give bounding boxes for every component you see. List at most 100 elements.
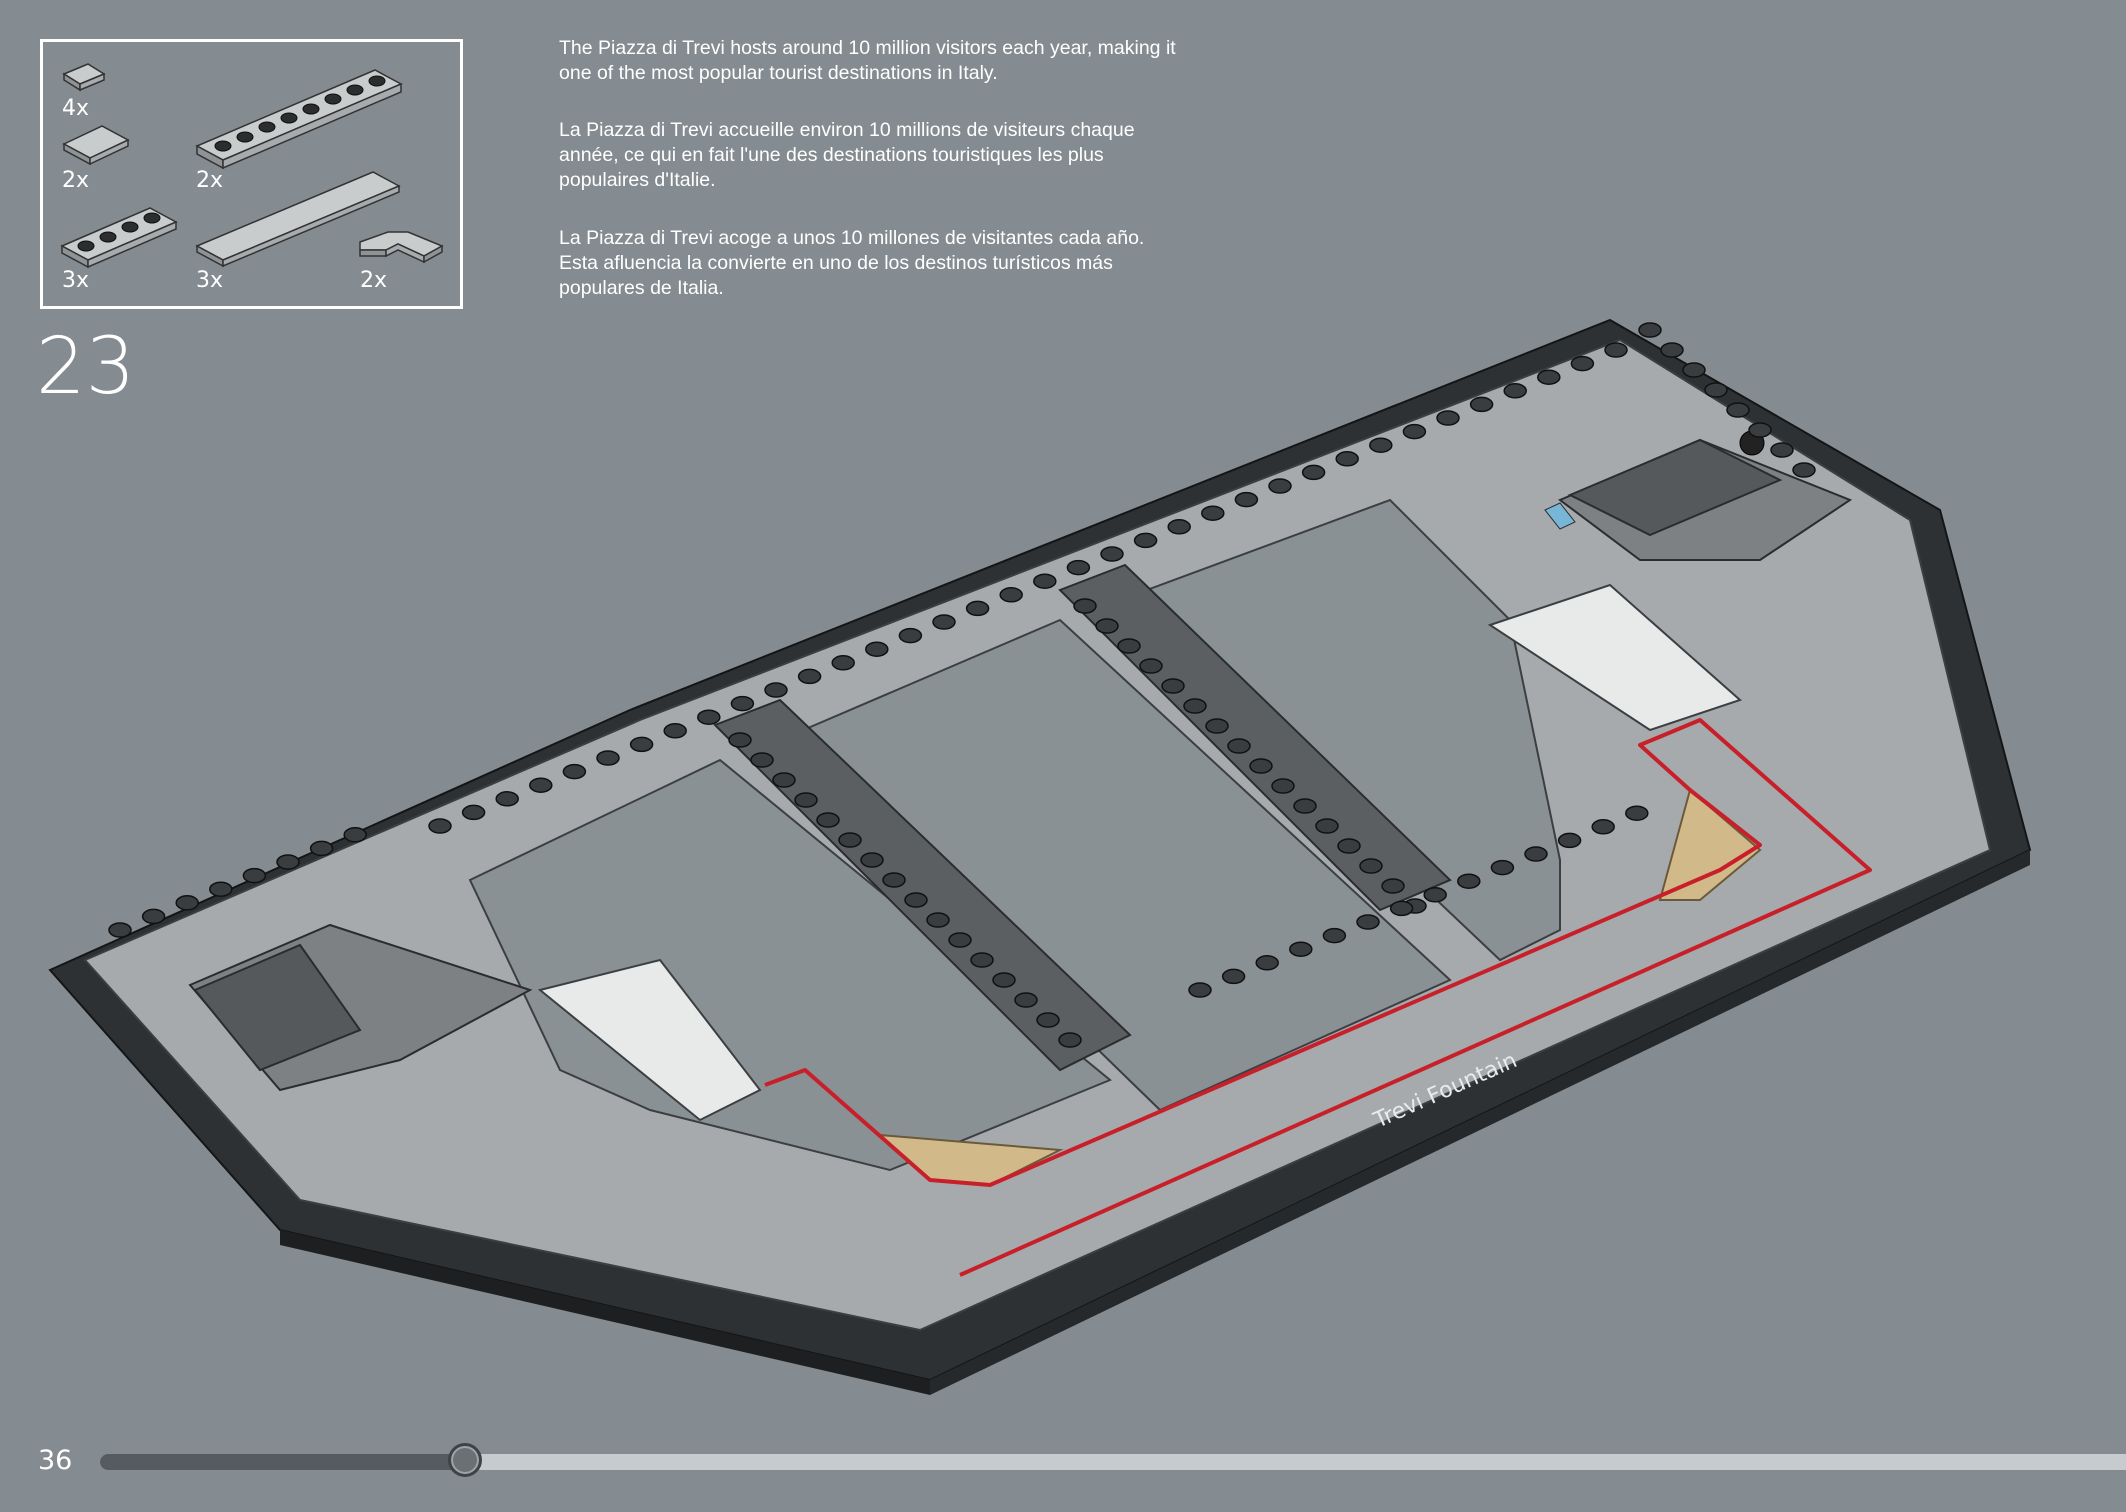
stud [1356,914,1380,930]
opening-left [468,758,1112,1172]
description-english: The Piazza di Trevi hosts around 10 mill… [559,37,1176,84]
stud [1033,573,1057,589]
stud [1557,832,1582,849]
part-qty-tile-1x1: 4x [62,96,90,121]
progress-knob[interactable] [448,1443,482,1477]
stud [1457,873,1481,889]
stud [1423,887,1447,903]
stud [970,952,994,968]
stud [1095,618,1119,634]
part-qty-tile-1x2: 2x [62,168,90,193]
blue-tile [1544,502,1576,530]
stud [1227,738,1251,754]
stud [1704,382,1728,398]
dark-strip-left [713,698,1132,1072]
stud [1570,355,1595,372]
stud [1638,322,1662,338]
stud [1268,478,1292,494]
stud [1100,546,1124,562]
stud [562,763,587,780]
tile-1x8-icon [195,171,401,268]
stud [882,872,906,888]
stud [898,627,923,644]
tile-1x1-icon [62,63,106,92]
stud [816,812,840,828]
description-spanish: La Piazza di Trevi acoge a unos 10 millo… [559,227,1145,299]
stud [1289,941,1313,957]
stud [1205,718,1229,734]
stud [730,695,755,712]
stud [108,922,132,938]
stud [764,682,788,698]
stud [1293,798,1317,814]
stud [1036,1012,1060,1028]
corner-tile-icon [359,231,444,264]
white-plates-right [1487,583,1742,732]
stud [697,709,721,725]
stud [728,732,752,748]
stud [772,772,796,788]
stud [529,777,553,793]
block-right-top [1567,438,1783,537]
plate-1x4-icon [60,207,178,269]
base-right-face [930,850,2030,1395]
dark-strip-middle [1058,563,1452,912]
stud [865,641,889,657]
stud [1770,442,1794,458]
stud [1335,451,1359,467]
stud [1139,658,1163,674]
stud [1234,491,1259,508]
stud [965,600,990,617]
stud [1359,858,1383,874]
stud [1792,462,1816,478]
stud [495,791,519,807]
stud [1682,362,1706,378]
stud [1381,878,1405,894]
model-illustration: Trevi Fountain [48,318,2032,1395]
stud [141,908,166,925]
stud [663,723,687,739]
stud [1591,819,1615,835]
stud [1073,598,1097,614]
stud [1161,678,1185,694]
stud [1117,638,1141,654]
stud [242,867,267,884]
stud [276,854,300,870]
stud [596,750,620,766]
stud [1660,342,1684,358]
stud-rows [108,322,1816,1048]
stud [904,892,928,908]
stud [1188,982,1212,998]
stud [1322,927,1347,944]
stud [1469,396,1494,413]
stud [992,972,1016,988]
stud [948,932,972,948]
stud [1221,968,1246,985]
stud [831,655,855,671]
part-qty-tile-1x8: 3x [196,268,224,293]
highlight-outline [764,718,1872,1277]
parts-callout [40,39,463,309]
stud [343,827,367,843]
stud [1255,955,1279,971]
stud [461,804,486,821]
block-left-top [193,943,362,1072]
stud [1369,437,1393,453]
stud [1524,846,1548,862]
page-number: 36 [38,1445,73,1476]
tile-1x2-icon [62,125,130,166]
tan-patch-right [1658,788,1762,901]
stud [1402,423,1427,440]
stud [1503,383,1527,399]
stud [1066,559,1091,576]
description-french: La Piazza di Trevi accueille environ 10 … [559,119,1135,191]
stud [1604,342,1628,358]
stud [209,881,233,897]
plate-1x8-icon [195,69,403,170]
stud [1249,758,1273,774]
stud [1301,464,1326,481]
stud [750,752,774,768]
stud [1436,410,1460,426]
stud [1748,422,1772,438]
progress-track[interactable] [100,1454,2126,1470]
